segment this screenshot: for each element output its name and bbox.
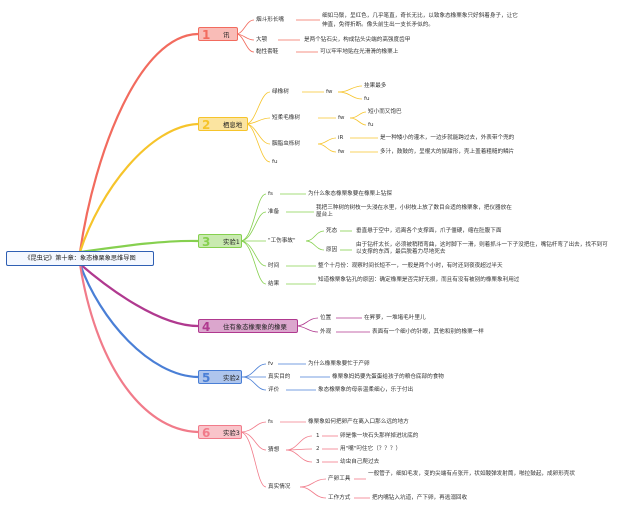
- b4-value-2[interactable]: 表面有一个细小的针眼，其他和别的橡栗一样: [372, 329, 484, 335]
- branch-line-6: [78, 263, 199, 434]
- b4-value-1[interactable]: 在昇萝，一堆堵毛叶里儿: [364, 315, 426, 321]
- b6-num-1: 1: [316, 433, 320, 439]
- branch-line-2: [78, 122, 199, 253]
- branch-line-3: [79, 239, 199, 254]
- branch-number-1: 1: [202, 28, 211, 42]
- b5-value-2[interactable]: 象态橡栗象的母亲温柔细心，乐于付出: [318, 387, 414, 393]
- b3-key-3[interactable]: 时间: [268, 263, 280, 269]
- branch-number-2: 2: [202, 118, 211, 132]
- b4-key-2[interactable]: 外观: [320, 329, 332, 335]
- b1-value-1a[interactable]: 细如马鬃，呈红色，几乎笔直，奇长无比，以致象态橡栗象只好斜着身子，让它: [322, 13, 518, 19]
- b5-key-1[interactable]: 真实目的: [268, 374, 291, 380]
- b6-key-1[interactable]: 猜想: [268, 447, 280, 453]
- branch-number-3: 3: [202, 235, 211, 249]
- branch-1-label: 讯: [223, 31, 230, 39]
- b5-key-2[interactable]: 评价: [268, 387, 280, 393]
- branch-number-4: 4: [202, 320, 211, 334]
- b3-value-0[interactable]: 为什么象态橡栗象要在橡栗上钻探: [308, 191, 392, 197]
- branch-6-label: 实验3: [223, 429, 240, 437]
- branch-number-5: 5: [202, 371, 211, 385]
- b3-key-4[interactable]: 结果: [268, 281, 280, 287]
- b2-key-2[interactable]: 短柔毛橡树: [272, 115, 300, 121]
- branch-3-label: 实验1: [223, 238, 240, 246]
- b3-key-1[interactable]: 准备: [268, 209, 280, 215]
- b2-value-1b[interactable]: fu: [364, 96, 370, 102]
- b6-value-2b[interactable]: 把内嘴钻入坑道，产下卵，再逃溺回收: [372, 495, 468, 501]
- b2-fw-3[interactable]: fw: [338, 149, 345, 155]
- branch-4-topic[interactable]: 4 住有象态橡栗象的橡栗: [198, 319, 298, 334]
- b2-key-1[interactable]: 绿橡树: [272, 89, 289, 95]
- branch-line-5: [78, 263, 199, 379]
- b3-key-2b[interactable]: 原因: [326, 247, 338, 253]
- branch-2-topic[interactable]: 2 栖息地: [198, 117, 248, 132]
- b6-value-2[interactable]: 用"嘴"叼住它（？？？）: [340, 446, 402, 452]
- b2-fw-1[interactable]: fw: [326, 89, 333, 95]
- b6-key-2a[interactable]: 产卵工具: [328, 476, 351, 482]
- b2-value-1a[interactable]: 挂果最多: [364, 83, 387, 89]
- b6-value-1[interactable]: 卵是像一块石头那样掉进坑底的: [340, 433, 419, 439]
- root-topic[interactable]: 《昆虫记》第十章：象态橡栗象思维导图: [6, 251, 154, 266]
- branch-5-label: 实验2: [223, 374, 240, 382]
- b6-value-3[interactable]: 幼虫自己爬过去: [340, 459, 380, 465]
- b6-key-2b[interactable]: 工作方式: [328, 495, 351, 501]
- branch-3-topic[interactable]: 3 实验1: [198, 234, 242, 249]
- b2-fu[interactable]: fu: [272, 159, 278, 165]
- b5-value-1[interactable]: 橡栗象妈妈要先蛋蛋给孩子的粮仓底部的食物: [332, 374, 444, 380]
- b6-num-2: 2: [316, 446, 320, 452]
- b6-key-2[interactable]: 真实情况: [268, 484, 291, 490]
- branch-number-6: 6: [202, 426, 211, 440]
- branch-4-label: 住有象态橡栗象的橡栗: [223, 323, 287, 331]
- b2-value-2b[interactable]: fu: [368, 122, 374, 128]
- b2-value-3a[interactable]: 是一种矮小的灌木，一边步就能跨过去，外表带个兜的: [380, 135, 515, 141]
- branch-5-topic[interactable]: 5 实验2: [198, 370, 242, 385]
- b3-value-4[interactable]: 知道橡栗象钻孔的原因：确定橡栗是否完好无损，而且有没有被别的橡栗象利用过: [318, 277, 520, 283]
- b1-key-2[interactable]: 大颚: [256, 37, 268, 43]
- b1-key-3[interactable]: 黏性套鞋: [256, 49, 279, 55]
- b4-key-1[interactable]: 位置: [320, 315, 332, 321]
- b6-key-0[interactable]: fs: [268, 419, 273, 425]
- branch-2-label: 栖息地: [223, 121, 243, 129]
- b2-fw-2[interactable]: fw: [338, 115, 345, 121]
- branch-6-topic[interactable]: 6 实验3: [198, 425, 242, 440]
- b1-value-2[interactable]: 是两个钻石尖，构成钻头尖端的高强度齿甲: [304, 37, 411, 43]
- b6-num-3: 3: [316, 459, 320, 465]
- branch-line-4: [79, 263, 199, 328]
- b3-value-2b[interactable]: 由于钻杆太长，必须被稍稍弯曲，这时脚下一滑，则着抓斗一下子没把住，嘴钻杆弯了出去…: [356, 242, 608, 255]
- b6-value-0[interactable]: 橡栗象如何把卵产在离入口那么远的地方: [308, 419, 409, 425]
- b3-value-2a[interactable]: 垂直悬于空中，远离各个支撑面，爪子僵硬，缩在肚腹下面: [356, 228, 502, 234]
- b1-value-1b[interactable]: 伸直，免得折断。像头前生出一支长矛似的。: [322, 22, 434, 28]
- b5-key-0[interactable]: fv: [268, 361, 274, 367]
- b3-value-3[interactable]: 整个十月份：观察时间长短不一，一般是两个小时，有时还到夜夜超过半天: [318, 263, 503, 269]
- b1-value-3[interactable]: 可以牢牢地贴在光滑滑的橡栗上: [320, 49, 399, 55]
- b3-key-0[interactable]: fs: [268, 191, 273, 197]
- branch-1-topic[interactable]: 1 讯: [198, 27, 238, 42]
- b5-value-0[interactable]: 为什么橡栗象要忙于产卵: [308, 361, 370, 367]
- branch-line-1: [78, 32, 199, 253]
- b2-value-3b[interactable]: 多汁，鼓鼓的，呈棍大的鼠甜形，壳上盖着粗糙的鳞片: [380, 149, 515, 155]
- b2-key-3[interactable]: 胭脂虫栎树: [272, 141, 300, 147]
- b3-key-2a[interactable]: 死态: [326, 228, 338, 234]
- b6-value-2a[interactable]: 一般管子，细如毛发，变的尖端有点张开，状如酸弹发射筒，啪拉鼓起，成卵形壳状: [368, 471, 575, 477]
- b2-ir[interactable]: iR: [338, 135, 344, 141]
- b1-key-1[interactable]: 烟斗形长嘴: [256, 17, 284, 23]
- b3-key-2[interactable]: "工伤事故": [268, 238, 296, 244]
- b2-value-2a[interactable]: 短小而又饱巴: [368, 109, 402, 115]
- b3-value-1[interactable]: 我把三种树的树枝一头浸在水里，小树枝上放了数目合适的橡栗象，把仪器放在屋台上: [316, 205, 512, 218]
